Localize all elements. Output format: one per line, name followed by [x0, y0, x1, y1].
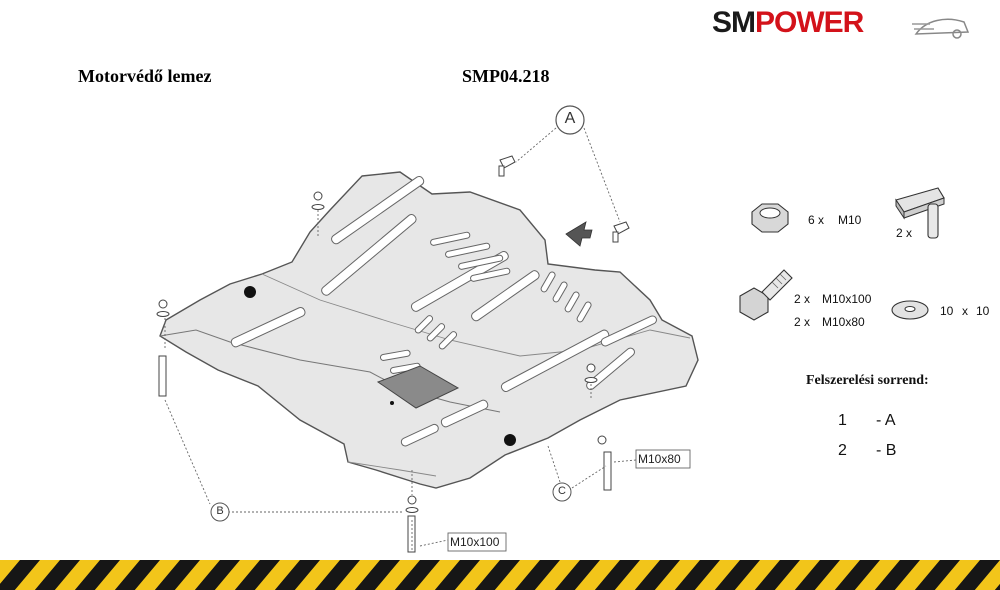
washer-icon [891, 300, 929, 320]
sequence-step-1-label: - A [876, 412, 896, 429]
clip-icon [895, 187, 945, 239]
skid-plate [159, 171, 699, 489]
sequence-step-2-number: 2 [838, 442, 847, 459]
washer-times: x [962, 304, 968, 318]
logo-power-text: POWER [755, 6, 864, 39]
callout-c: C [558, 485, 566, 497]
bolt-icon [739, 269, 793, 321]
bolt-label-m10x100: M10x100 [450, 535, 500, 549]
bolt-quantity-1: 2 x [794, 292, 811, 306]
logo-car-icon [912, 18, 970, 39]
bolt-size-2: M10x80 [822, 315, 865, 329]
bolt-quantity-2: 2 x [794, 315, 811, 329]
nut-icon [751, 203, 789, 233]
sequence-step-2-label: - B [876, 442, 897, 459]
nut-quantity: 6 x [808, 213, 825, 227]
sequence-step-1-number: 1 [838, 412, 847, 429]
nut-size: M10 [838, 213, 862, 227]
part-number: SMP04.218 [462, 66, 550, 86]
document-title: Motorvédő lemez [78, 66, 212, 86]
washer-quantity: 10 [940, 304, 954, 318]
callout-b: B [216, 505, 224, 517]
logo-sm-text: SM [712, 6, 756, 39]
clip-quantity: 2 x [896, 226, 913, 240]
skid-plate-diagram [156, 105, 945, 553]
bolt-label-m10x80: M10x80 [638, 452, 681, 466]
arrow-icon [565, 221, 593, 247]
bolt-size-1: M10x100 [822, 292, 872, 306]
callout-a: A [564, 110, 576, 127]
hazard-stripe [0, 560, 1000, 590]
washer-size: 10 [976, 304, 990, 318]
sequence-title: Felszerelési sorrend: [806, 373, 929, 388]
brand-logo: SMPOWER [712, 6, 972, 44]
